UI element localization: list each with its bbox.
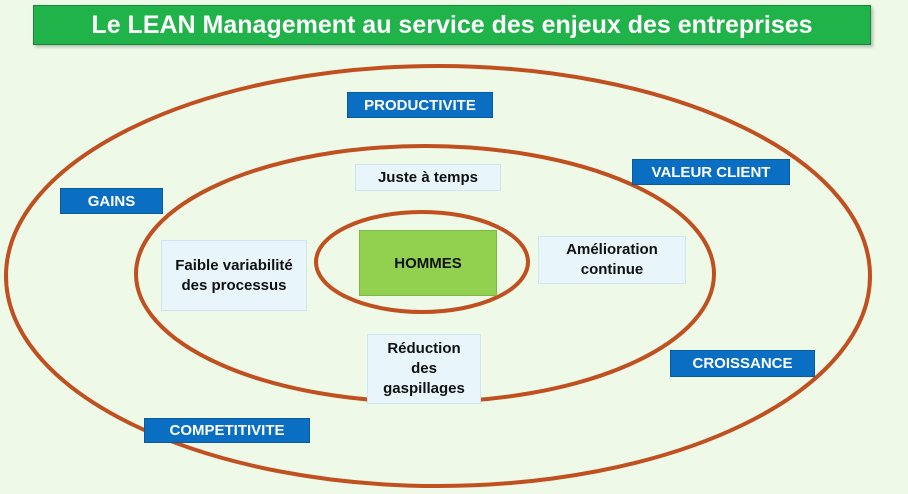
label-croissance: CROISSANCE	[670, 350, 815, 377]
label-reduction-gaspillages: Réduction des gaspillages	[367, 334, 481, 404]
center-hommes: HOMMES	[359, 230, 497, 296]
label-valeur-client: VALEUR CLIENT	[632, 159, 790, 185]
label-faible-variabilite: Faible variabilité des processus	[161, 240, 307, 311]
outer-ring	[4, 64, 872, 488]
label-juste-a-temps: Juste à temps	[355, 164, 501, 191]
page-title: Le LEAN Management au service des enjeux…	[33, 5, 871, 45]
label-productivite: PRODUCTIVITE	[347, 92, 493, 118]
label-competitivite: COMPETITIVITE	[144, 418, 310, 443]
label-gains: GAINS	[60, 188, 163, 214]
inner-ring	[314, 210, 530, 314]
label-amelioration-continue: Amélioration continue	[538, 236, 686, 284]
